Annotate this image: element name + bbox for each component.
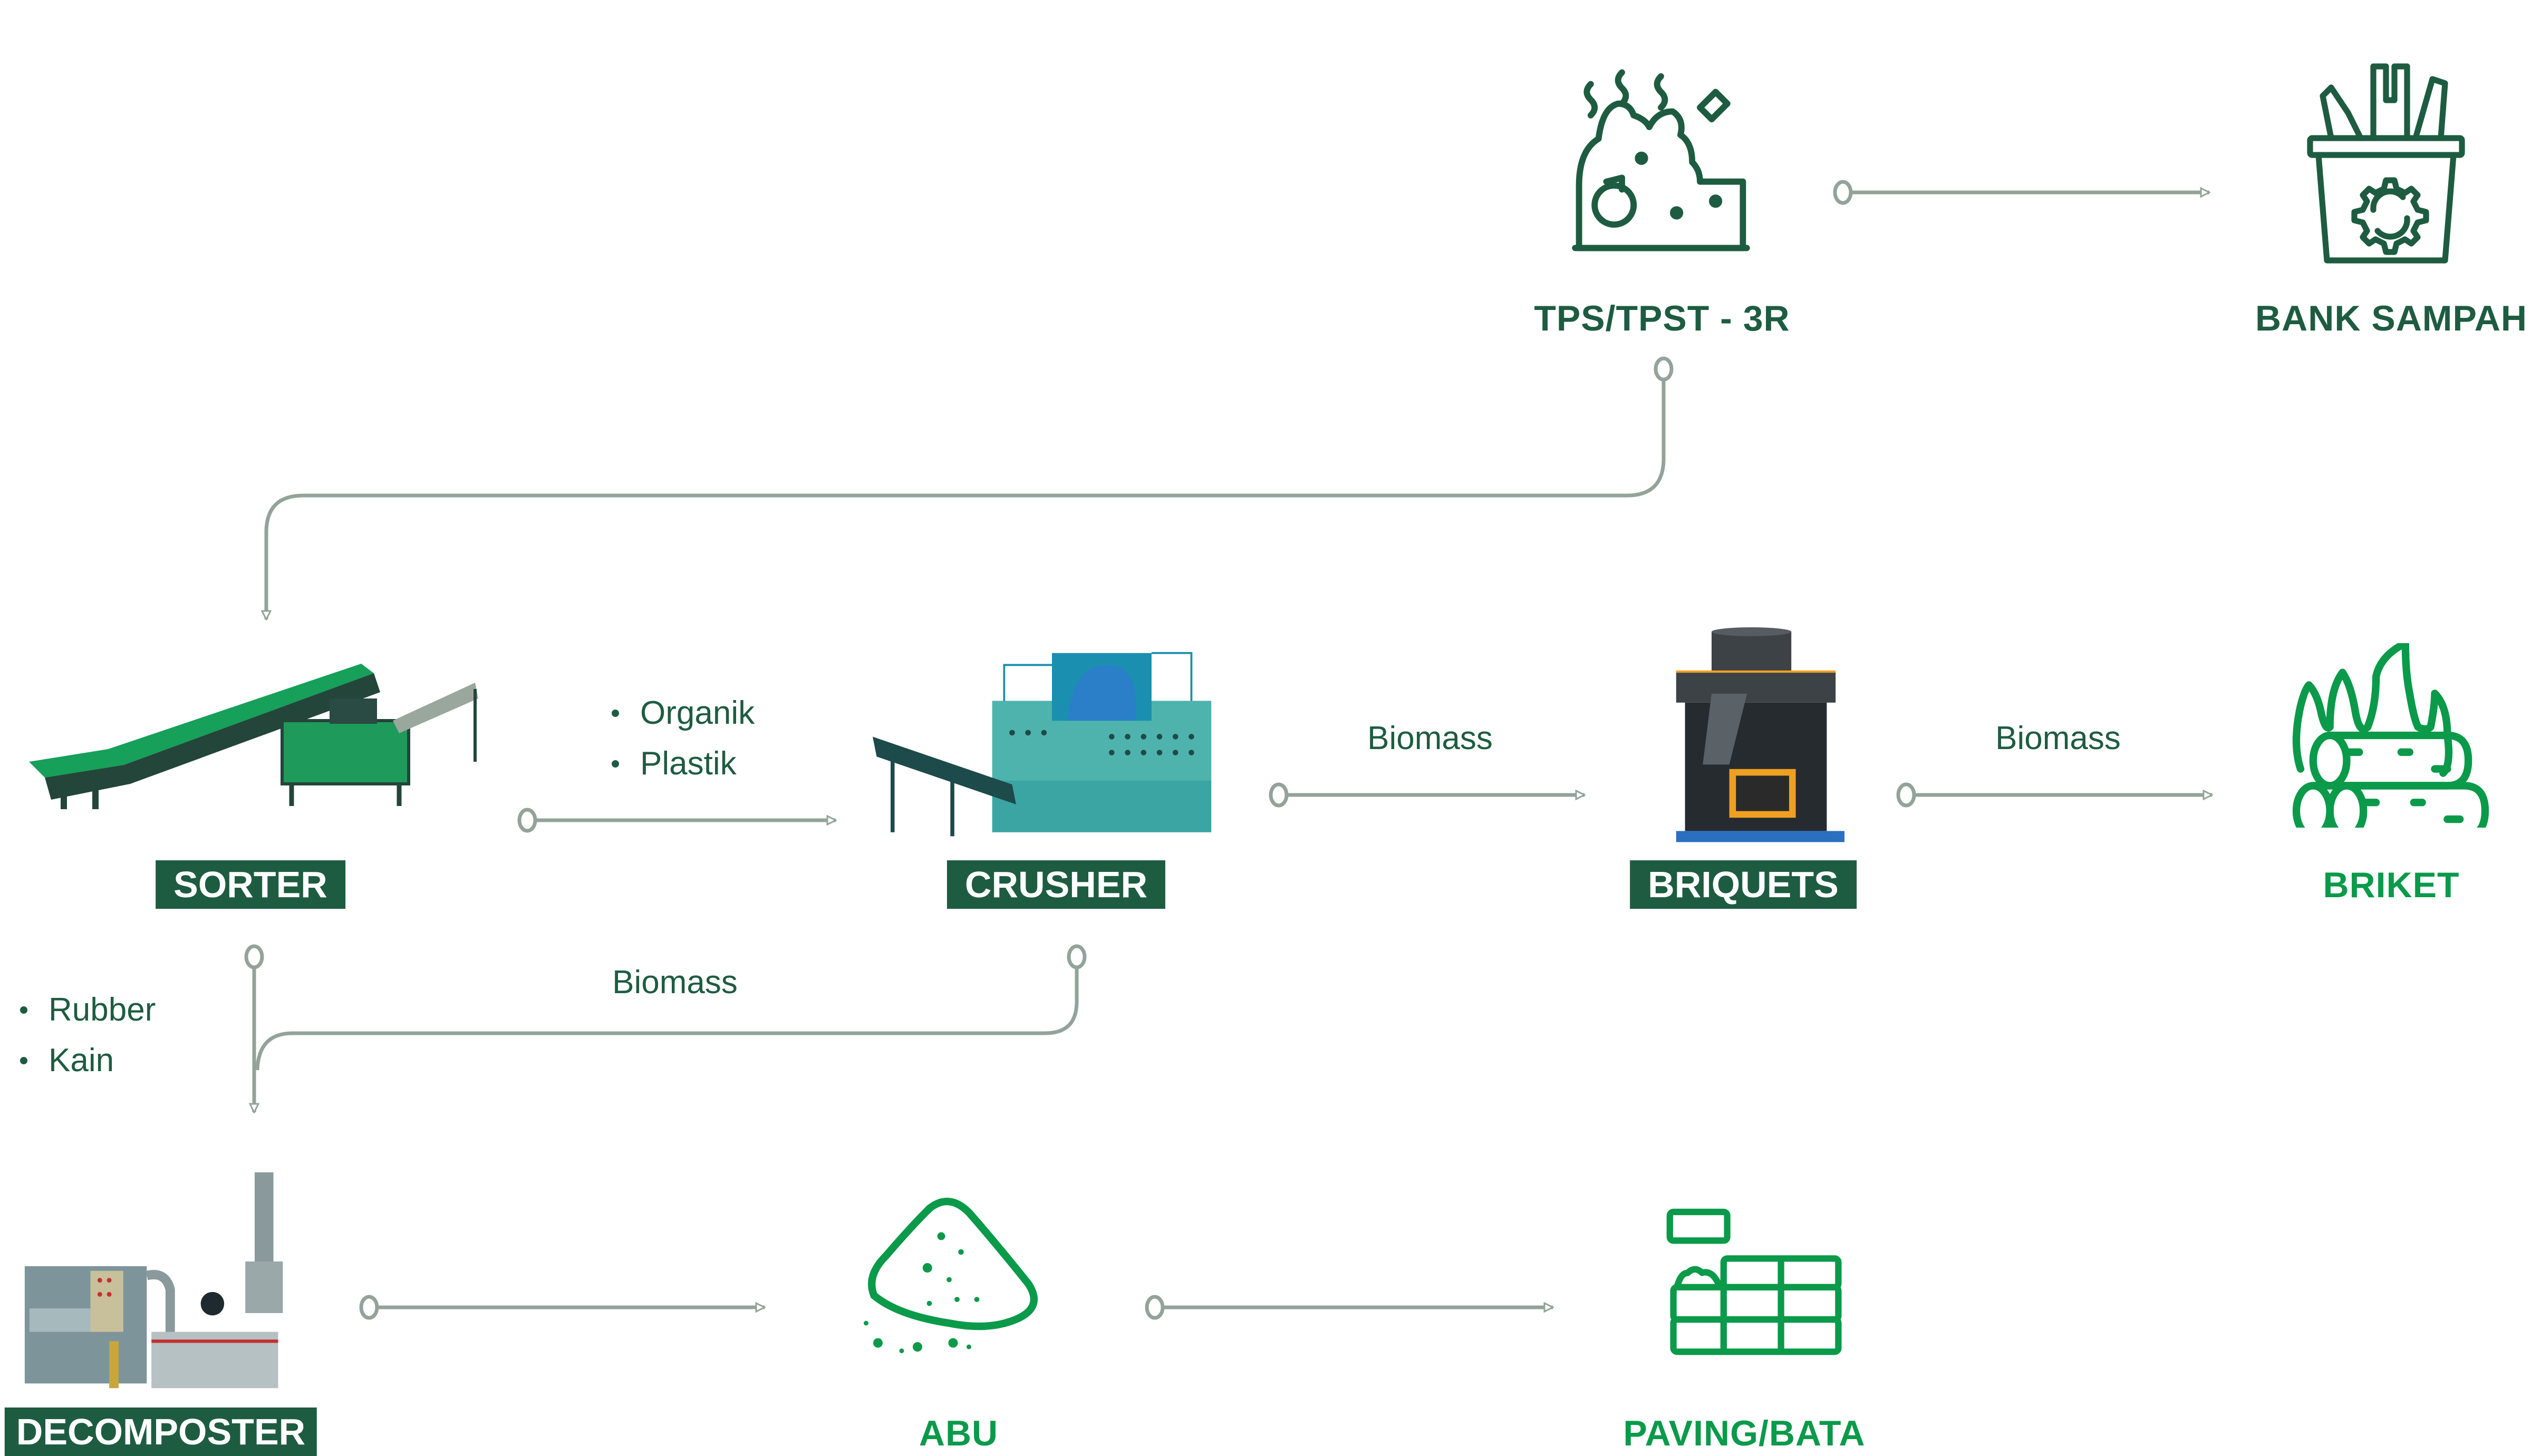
edge-crusher-to-decomposter [255, 944, 1087, 1071]
edge-crusher-to-briquets [1269, 782, 1585, 808]
ash-pile-icon [864, 1198, 1038, 1353]
edge-label-crusher-decomposter: Biomass [612, 964, 738, 1001]
conveyor-sorter-machine [29, 664, 478, 809]
edge-tps-to-sorter [266, 356, 1674, 619]
edge-abu-to-paving [1145, 1295, 1553, 1320]
bullet-icon [612, 710, 619, 717]
edge-item-kain: Kain [49, 1042, 114, 1079]
edge-label-briquets-briket: Biomass [1995, 720, 2121, 756]
edge-sorter-to-decomposter [244, 944, 264, 1112]
crusher-machine [873, 652, 1212, 837]
edge-item-rubber: Rubber [49, 992, 156, 1028]
bullet-icon [612, 760, 619, 768]
edge-items-sorter-decomposter: Rubber Kain [20, 985, 156, 1086]
edge-briquets-to-briket [1896, 782, 2212, 808]
decomposter-machine [24, 1172, 283, 1389]
bullet-icon [20, 1057, 27, 1064]
node-label-paving: PAVING/BATA [1623, 1413, 1866, 1453]
garbage-pile-icon [1572, 69, 1750, 251]
briquette-press-machine [1676, 627, 1844, 842]
edge-label-crusher-briquets: Biomass [1367, 720, 1493, 756]
node-label-sorter: SORTER [156, 860, 345, 909]
node-label-tps: TPS/TPST - 3R [1534, 298, 1790, 338]
edge-decomposter-to-abu [359, 1295, 765, 1320]
bricks-icon [1666, 1208, 1842, 1355]
node-label-crusher: CRUSHER [946, 860, 1166, 909]
node-label-bank-sampah: BANK SAMPAH [2255, 298, 2527, 338]
edge-items-sorter-crusher: Organik Plastik [612, 688, 755, 789]
edge-tps-to-bank-sampah [1833, 180, 2209, 205]
bullet-icon [20, 1006, 27, 1014]
node-label-abu: ABU [919, 1413, 999, 1453]
burning-logs-icon [2292, 643, 2489, 828]
edge-item-plastik: Plastik [640, 745, 737, 782]
recycle-bin-icon [2307, 63, 2465, 264]
node-label-decomposter: DECOMPOSTER [4, 1408, 317, 1456]
edge-item-organik: Organik [640, 695, 755, 731]
node-label-briquets: BRIQUETS [1630, 860, 1857, 909]
edge-sorter-to-crusher [517, 808, 836, 833]
node-label-briket: BRIKET [2323, 865, 2460, 905]
